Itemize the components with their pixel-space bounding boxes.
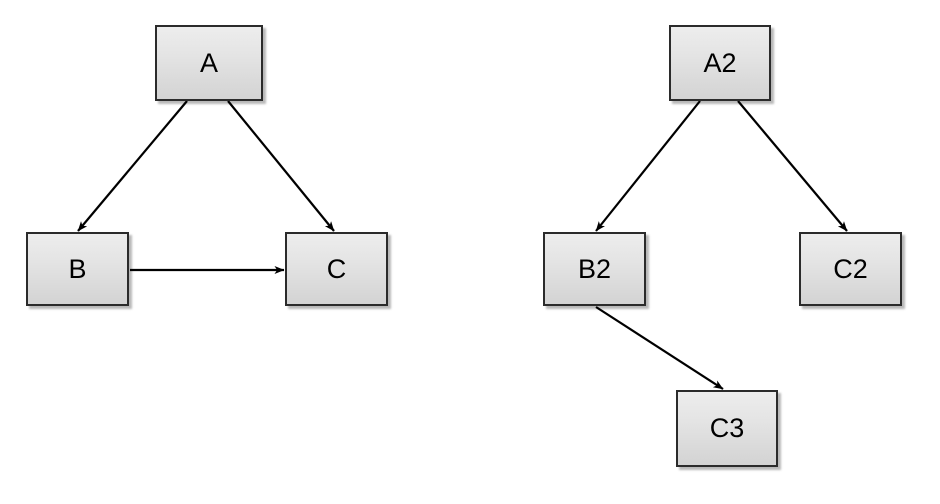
edge-b2-to-c3[interactable] [595,306,724,390]
node-label-b2: B2 [577,253,612,284]
node-label-a2: A2 [703,47,737,78]
node-a[interactable]: A [155,25,263,101]
node-label-b: B [68,253,87,284]
node-b2[interactable]: B2 [543,232,646,306]
node-label-c3: C3 [709,413,745,443]
edge-a2-to-b2[interactable] [595,100,701,232]
edges [77,100,848,390]
edge-a-to-c[interactable] [227,100,335,232]
node-label-c2: C2 [833,253,868,284]
edge-a-to-b[interactable] [77,100,188,232]
node-c2[interactable]: C2 [799,232,902,306]
node-b[interactable]: B [26,232,129,306]
edge-a2-to-c2[interactable] [737,100,848,232]
node-label-c: C [326,253,347,284]
node-a2[interactable]: A2 [669,25,771,101]
node-c3[interactable]: C3 [676,390,778,467]
node-label-a: A [199,47,218,78]
node-c[interactable]: C [285,232,388,306]
